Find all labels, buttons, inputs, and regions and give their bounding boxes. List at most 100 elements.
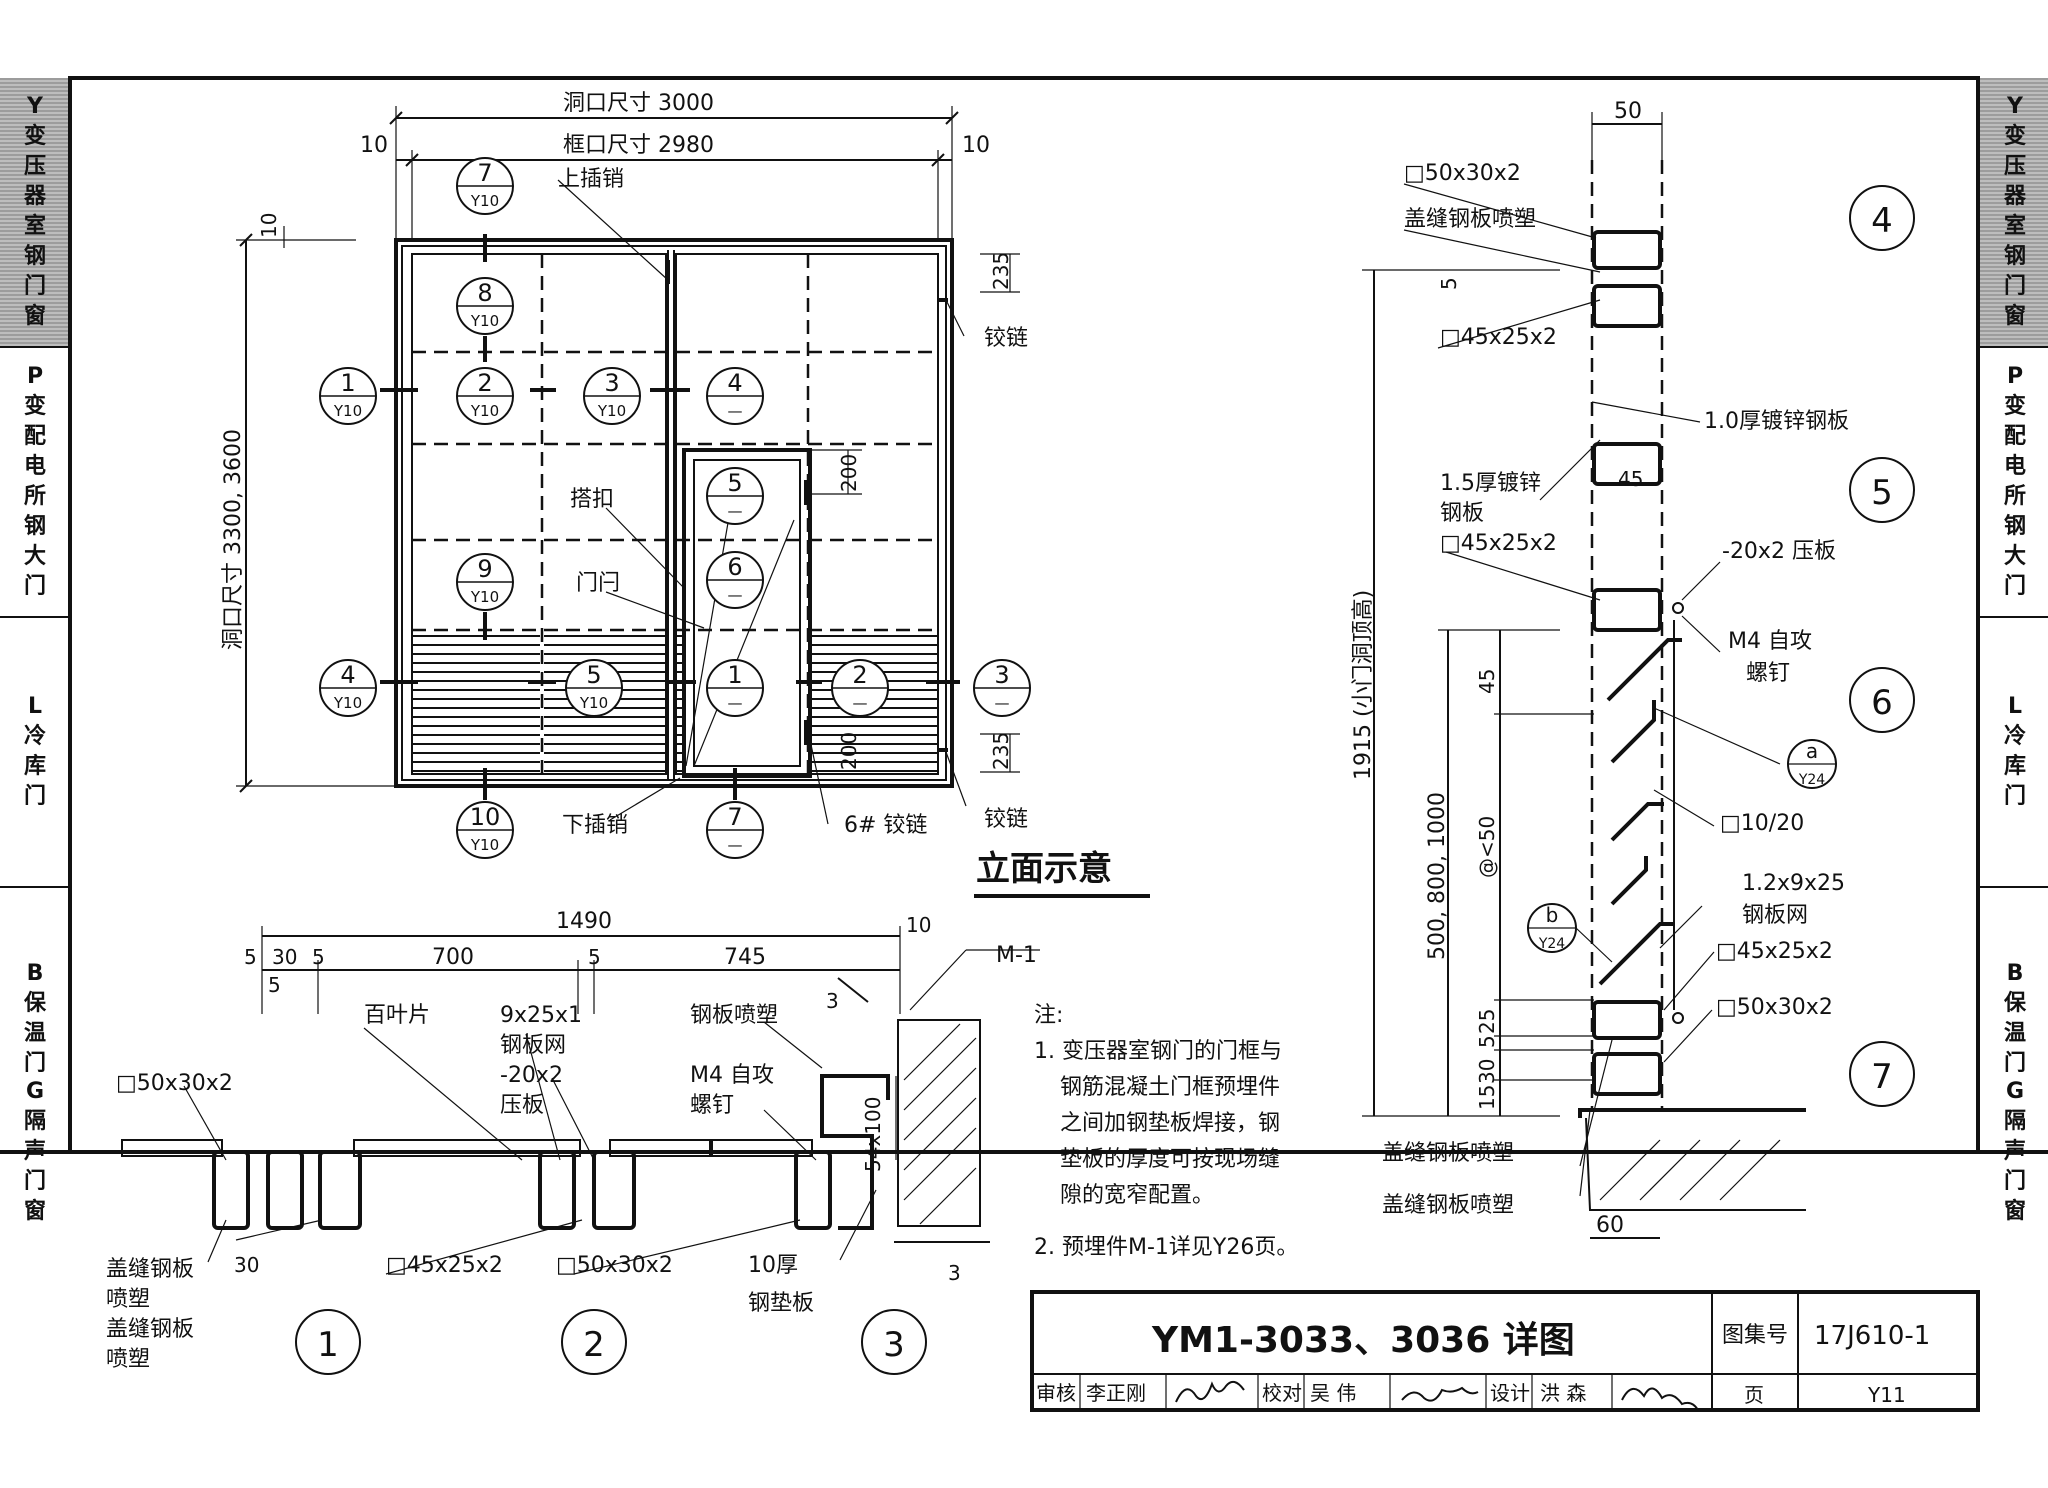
label-hasp: 搭扣 bbox=[570, 487, 614, 512]
index-tab-code: L bbox=[27, 694, 43, 719]
section-marker-number: 5 bbox=[586, 661, 601, 689]
section-marker-sheet: Y10 bbox=[579, 694, 608, 712]
notes-head: 注: bbox=[1034, 1003, 1063, 1028]
dim-1915: 1915 (小门洞顶高) bbox=[1351, 590, 1376, 780]
dim-700: 700 bbox=[432, 945, 474, 970]
index-tab-char: 变 bbox=[23, 394, 46, 419]
index-tab-char: 变 bbox=[23, 124, 46, 149]
index-tab-char: 温 bbox=[23, 1021, 46, 1046]
vlabel-tube-45x25-top: □45x25x2 bbox=[1440, 325, 1557, 350]
index-tab-char: 门 bbox=[2003, 274, 2026, 299]
index-tab-char: 隔 bbox=[23, 1109, 46, 1134]
vlabel-galv-15b: 钢板 bbox=[1440, 501, 1484, 526]
notes: 注: 1. 变压器室钢门的门框与 钢筋混凝土门框预埋件 之间加钢垫板焊接，钢 垫… bbox=[1034, 1003, 1298, 1260]
dim-5d: 5 bbox=[588, 945, 601, 969]
label-plate-size: -20x2 bbox=[500, 1063, 563, 1088]
index-tab-char: 门 bbox=[23, 1051, 46, 1076]
label-steel-paint: 钢板喷塑 bbox=[690, 1003, 778, 1028]
vlabel-tube-50x30-top: □50x30x2 bbox=[1404, 161, 1521, 186]
title-block: YM1-3033、3036 详图 图集号 17J610-1 审核 李正刚 校对 … bbox=[1030, 1290, 1980, 1412]
detail-5: 5 bbox=[1871, 473, 1893, 513]
note-1-line-5: 隙的宽窄配置。 bbox=[1060, 1183, 1214, 1208]
section-marker-sheet: Y10 bbox=[470, 588, 499, 606]
dim-opening-width: 洞口尺寸 3000 bbox=[563, 91, 714, 116]
section-marker-number: 5 bbox=[727, 469, 742, 497]
dim-200-bottom: 200 bbox=[837, 732, 861, 770]
dim-var-height: 500, 800, 1000 bbox=[1425, 792, 1450, 960]
dim-30b: 30 bbox=[234, 1253, 259, 1277]
note-1-line-2: 钢筋混凝土门框预埋件 bbox=[1060, 1075, 1280, 1100]
note-2: 2. 预埋件M-1详见Y26页。 bbox=[1034, 1235, 1298, 1260]
dim-15-v: 15 bbox=[1475, 1085, 1499, 1110]
section-marker-sheet: — bbox=[728, 502, 743, 520]
vlabel-tube-45x25-low: □45x25x2 bbox=[1716, 939, 1833, 964]
sheet-border bbox=[68, 76, 1980, 1154]
section-marker-number: 8 bbox=[477, 279, 492, 307]
dim-gap-right: 10 bbox=[962, 133, 990, 158]
label-lower-bolt: 下插销 bbox=[562, 813, 628, 838]
dim-5a: 5 bbox=[244, 945, 257, 969]
section-marker: 6— bbox=[706, 551, 764, 609]
ref-a-sheet: Y24 bbox=[1798, 772, 1825, 788]
index-tab-char: 门 bbox=[2003, 1169, 2026, 1194]
ref-b: b bbox=[1546, 903, 1559, 927]
index-tab-char: 库 bbox=[23, 754, 46, 779]
dim-3-bottom: 3 bbox=[948, 1261, 961, 1285]
elevation-view: 洞口尺寸 3000 框口尺寸 2980 10 10 洞口尺寸 3300, 360… bbox=[221, 91, 1150, 898]
index-tab-char: 门 bbox=[2003, 784, 2026, 809]
index-tab-char: 冷 bbox=[2003, 724, 2026, 749]
index-tab-char: 压 bbox=[23, 154, 46, 179]
index-tab-code: G bbox=[2005, 1079, 2025, 1104]
dim-5b: 5 bbox=[312, 945, 325, 969]
elevation-title: 立面示意 bbox=[976, 849, 1112, 889]
index-tab-char: 钢 bbox=[2003, 244, 2026, 269]
dim-235-bottom: 235 bbox=[989, 732, 1013, 770]
index-tab-char: 隔 bbox=[2003, 1109, 2026, 1134]
dim-30-v: 30 bbox=[1475, 1059, 1499, 1084]
label-cover2b: 喷塑 bbox=[106, 1347, 150, 1372]
reviewer-name: 李正刚 bbox=[1086, 1381, 1146, 1405]
index-tab-char: 保 bbox=[23, 991, 46, 1016]
dim-200: 200 bbox=[837, 454, 861, 492]
index-tab-code: Y bbox=[2007, 94, 2023, 119]
section-marker-sheet: — bbox=[995, 694, 1010, 712]
dim-pitch: @<50 bbox=[1475, 816, 1499, 878]
section-marker-number: 2 bbox=[477, 369, 492, 397]
index-tab-char: 钢 bbox=[2003, 514, 2026, 539]
label-tube-50x30b: □50x30x2 bbox=[556, 1253, 673, 1278]
index-tab-char: 器 bbox=[2003, 184, 2026, 209]
label-screw2: 螺钉 bbox=[690, 1093, 734, 1118]
dim-10-plan: 10 bbox=[906, 913, 931, 937]
label-tube-45x25: □45x25x2 bbox=[386, 1253, 503, 1278]
index-tab-code: G bbox=[25, 1079, 45, 1104]
section-marker-sheet: — bbox=[853, 694, 868, 712]
detail-6: 6 bbox=[1871, 683, 1893, 723]
vlabel-screw2: 螺钉 bbox=[1746, 661, 1790, 686]
dim-25: 25 bbox=[1475, 1009, 1499, 1034]
dim-54x100: 54x100 bbox=[861, 1097, 885, 1172]
index-tab-char: 门 bbox=[23, 274, 46, 299]
dim-235-top: 235 bbox=[989, 252, 1013, 290]
index-tab-char: 门 bbox=[2003, 1051, 2026, 1076]
signature-checker bbox=[1401, 1386, 1479, 1402]
index-tab-char: 温 bbox=[2003, 1021, 2026, 1046]
vlabel-cover-a: 盖缝钢板喷塑 bbox=[1382, 1141, 1514, 1166]
index-tab-char: 配 bbox=[23, 424, 46, 449]
section-marker-sheet: Y10 bbox=[470, 312, 499, 330]
plan-section-details: 1490 5 30 5 5 700 5 745 10 bbox=[106, 909, 1040, 1372]
signature-designer bbox=[1621, 1387, 1699, 1411]
section-marker: 1— bbox=[706, 659, 764, 717]
dim-5-v: 5 bbox=[1475, 1035, 1499, 1048]
section-marker-sheet: — bbox=[728, 586, 743, 604]
